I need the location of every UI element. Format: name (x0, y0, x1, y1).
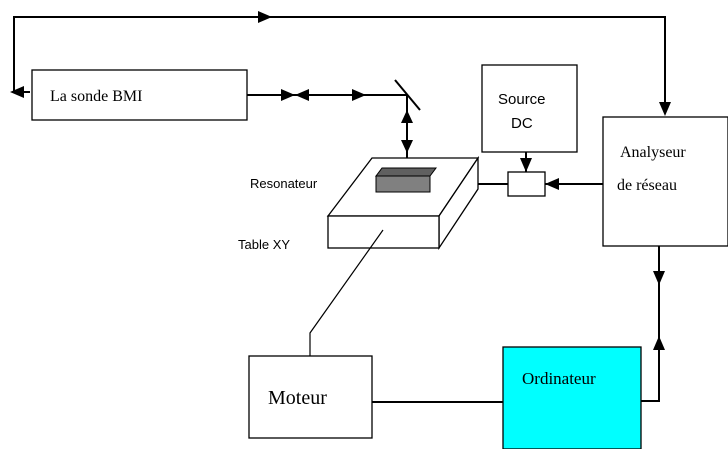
computer-block (502, 346, 642, 449)
top-arrow-head (258, 11, 272, 23)
analyzer-label-line2: de réseau (617, 177, 677, 194)
coupler-in-arrow (545, 178, 559, 190)
analyzer-in-arrow (659, 102, 671, 116)
motor-label: Moteur (268, 387, 327, 409)
probe-left-arrow (10, 86, 24, 98)
analyzer-block (602, 116, 728, 247)
table-front-face (327, 215, 440, 249)
probe-label: La sonde BMI (50, 88, 142, 105)
resonator-front (375, 175, 431, 193)
source-label-line2: DC (511, 115, 533, 132)
probe-block (31, 69, 248, 121)
motor-block (248, 355, 373, 439)
bidir-arrow-left (295, 89, 309, 101)
computer-analyzer-line (641, 246, 660, 402)
vert-arrow-down (401, 140, 413, 153)
source-dc-block (481, 64, 578, 153)
source-down-arrow (520, 158, 532, 172)
bidir-arrow-right-2 (352, 89, 366, 101)
vert-arrow-up (401, 110, 413, 123)
analyzer-down-arrow (653, 271, 665, 285)
motor-table-link (309, 229, 384, 356)
resonator-label: Resonateur (250, 176, 318, 191)
bidir-arrow-right (281, 89, 295, 101)
computer-label: Ordinateur (522, 369, 596, 388)
computer-up-arrow (653, 336, 665, 350)
coupler-box (507, 171, 546, 197)
resonator (375, 167, 437, 177)
table-label: Table XY (238, 237, 290, 252)
analyzer-label-line1: Analyseur (620, 144, 686, 161)
source-label-line1: Source (498, 91, 546, 108)
